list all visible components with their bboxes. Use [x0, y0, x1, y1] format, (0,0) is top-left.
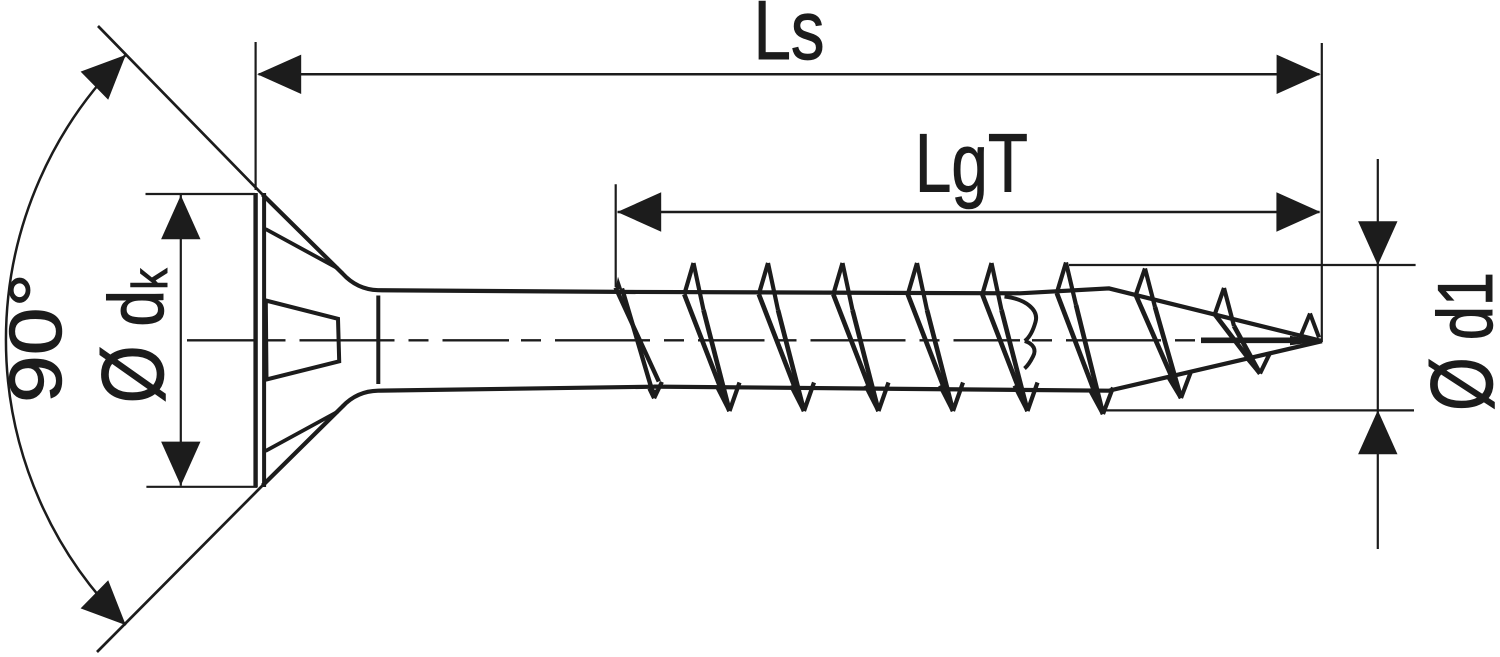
svg-text:LgT: LgT — [915, 117, 1028, 210]
svg-text:Ls: Ls — [754, 0, 825, 77]
svg-text:Ø d1: Ø d1 — [1412, 272, 1500, 411]
svg-text:90°: 90° — [0, 273, 77, 403]
svg-text:Ø dk: Ø dk — [83, 268, 182, 404]
